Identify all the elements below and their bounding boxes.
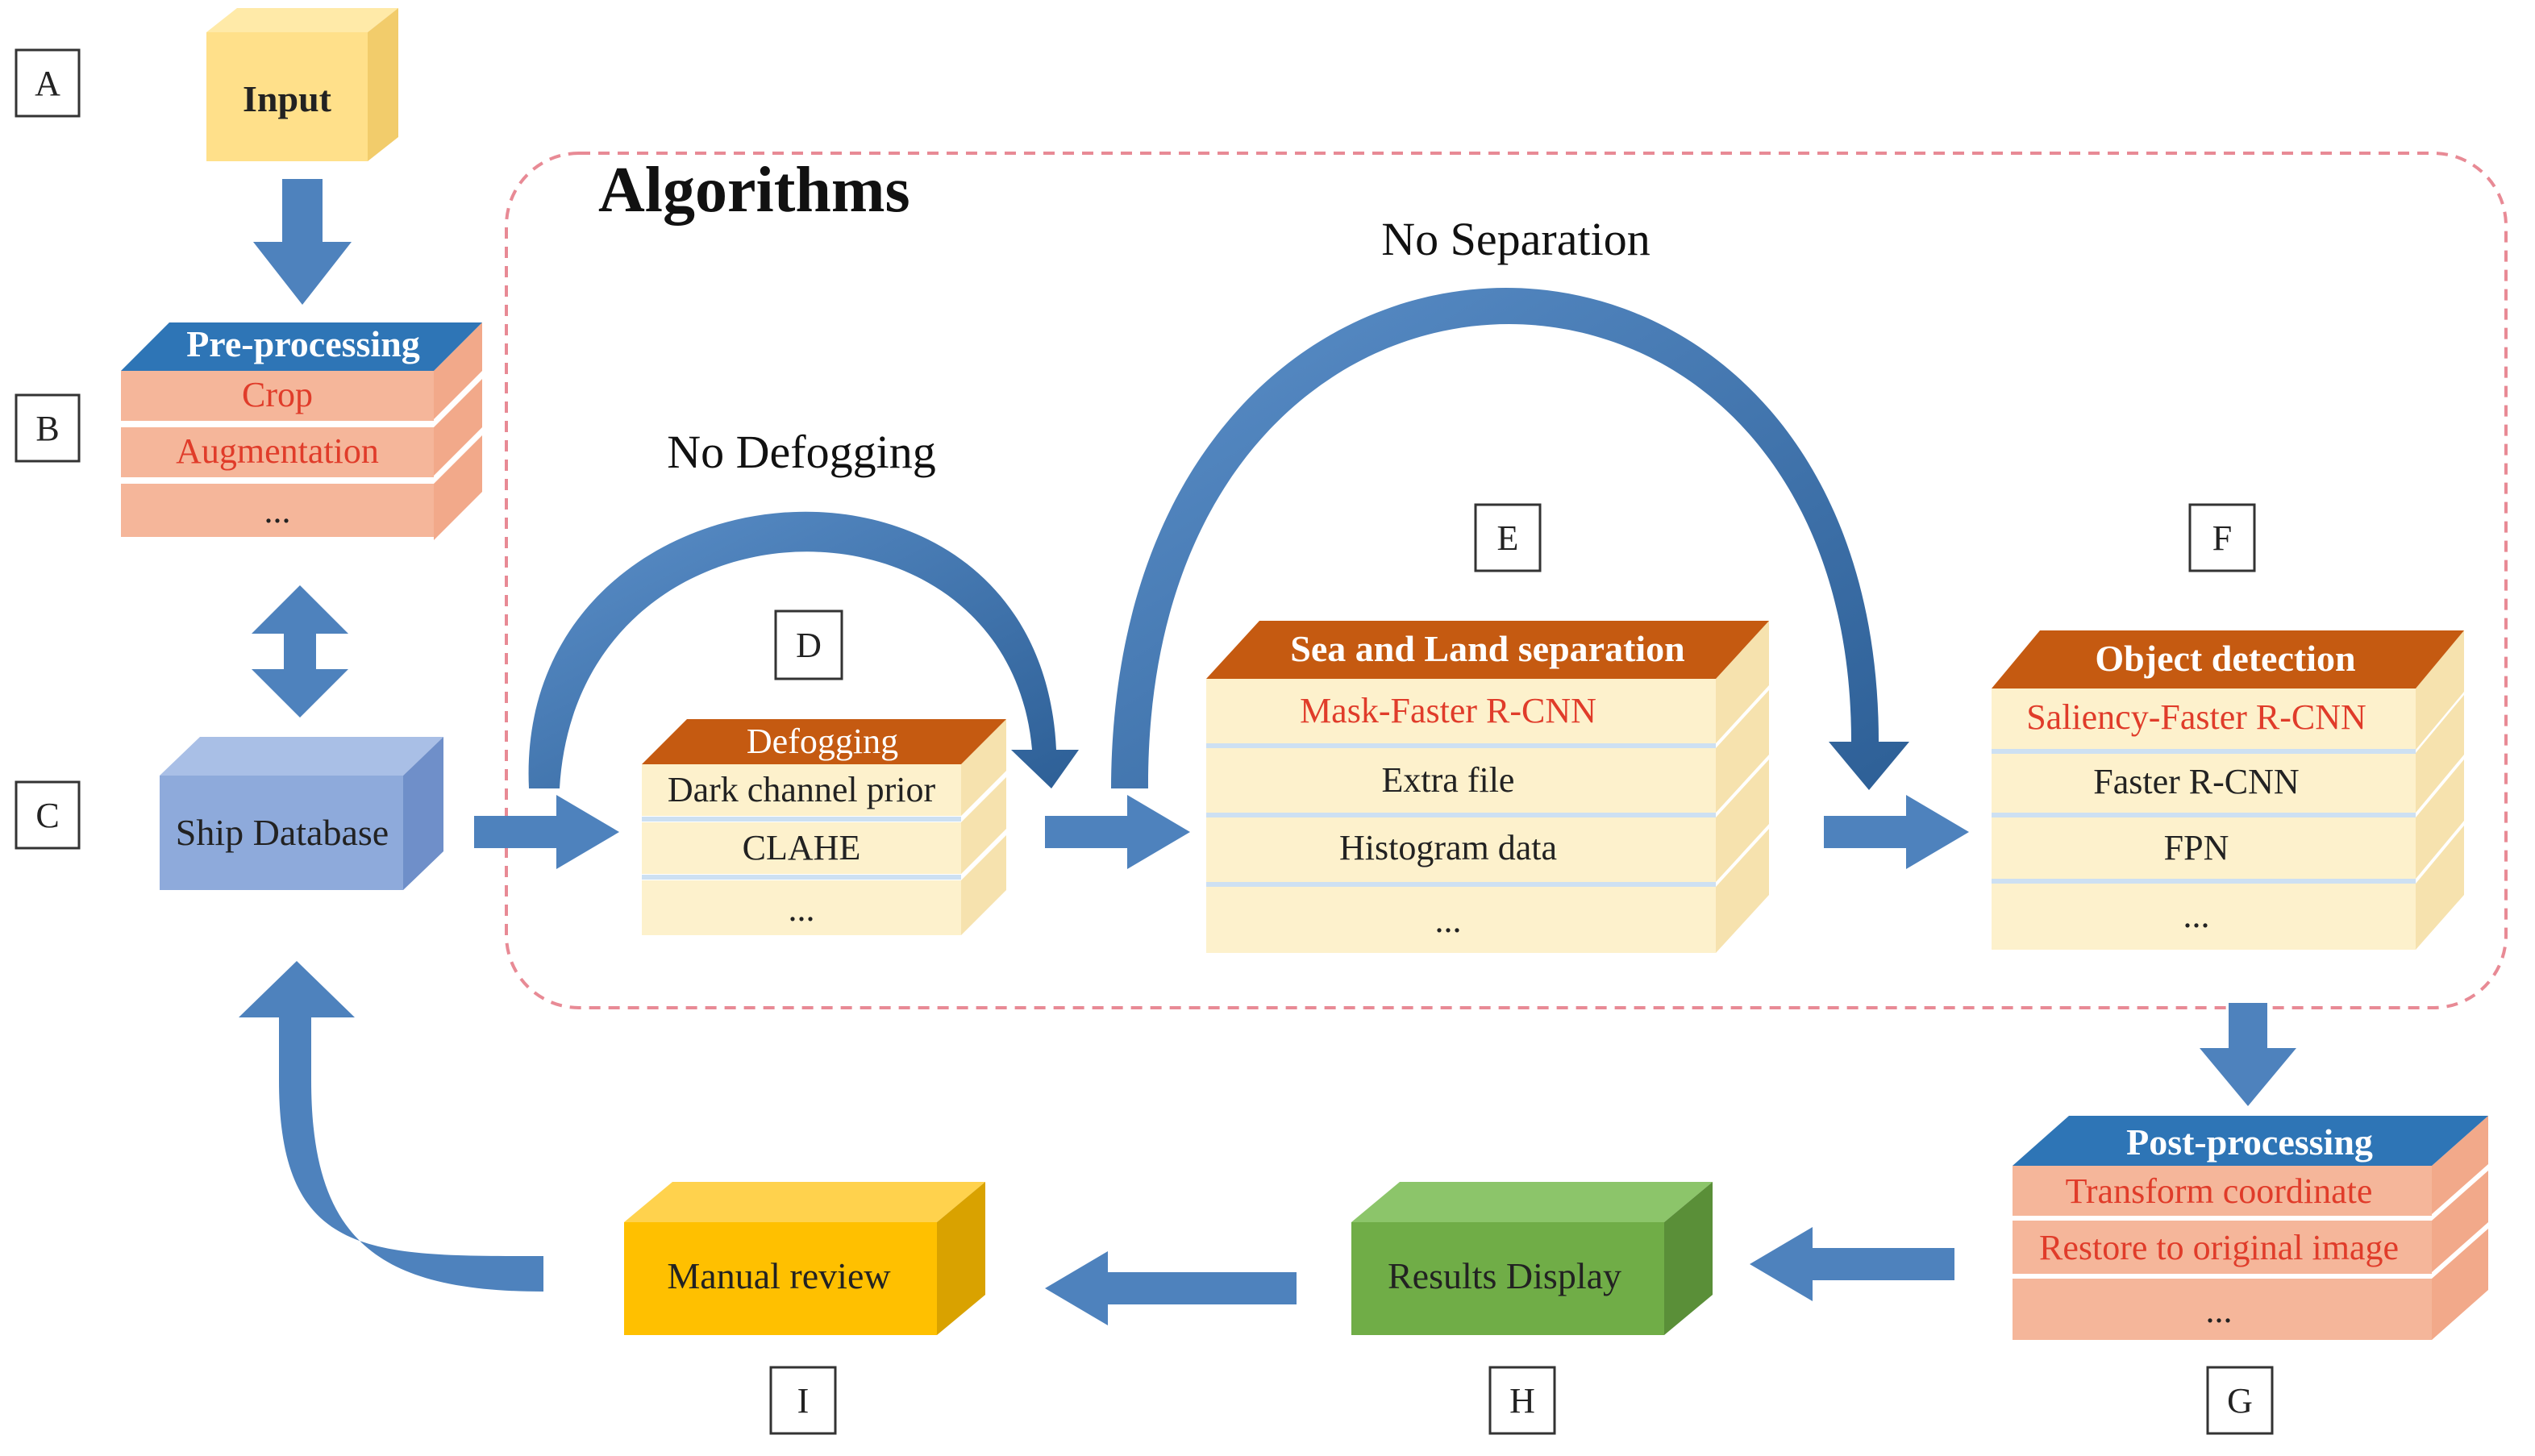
defogging-item-more: ...	[789, 889, 815, 929]
arc-no-defogging	[528, 511, 1079, 788]
input-label: Input	[243, 78, 332, 119]
algorithms-title: Algorithms	[598, 155, 910, 226]
sea-land-title: Sea and Land separation	[1290, 628, 1685, 669]
defogging-item-dark-channel: Dark channel prior	[668, 770, 936, 809]
arrow-results-to-review	[1045, 1251, 1297, 1325]
preprocessing-item-more: ...	[264, 491, 291, 530]
arrow-review-to-database	[239, 961, 543, 1292]
results-display-box: Results Display	[1351, 1182, 1713, 1335]
svg-text:D: D	[796, 626, 822, 665]
postprocessing-item-transform: Transform coordinate	[2066, 1171, 2373, 1211]
manual-review-box: Manual review	[624, 1182, 985, 1335]
svg-text:A: A	[35, 64, 60, 103]
detection-item-fpn: FPN	[2164, 828, 2229, 867]
svg-text:F: F	[2212, 518, 2232, 558]
defogging-title: Defogging	[747, 722, 898, 761]
object-detection-stack: Object detection Saliency-Faster R-CNN F…	[1992, 630, 2464, 950]
detection-item-saliency: Saliency-Faster R-CNN	[2026, 697, 2366, 737]
defogging-item-clahe: CLAHE	[743, 828, 861, 867]
svg-text:B: B	[35, 409, 59, 448]
sea-land-item-extra-file: Extra file	[1382, 760, 1515, 800]
no-defogging-label: No Defogging	[667, 426, 935, 478]
letter-tag-b: B	[15, 393, 81, 463]
manual-review-label: Manual review	[667, 1255, 891, 1296]
sea-land-stack: Sea and Land separation Mask-Faster R-CN…	[1206, 621, 1769, 953]
preprocessing-title: Pre-processing	[186, 323, 420, 364]
ship-database-label: Ship Database	[176, 812, 389, 853]
arrow-preprocessing-database	[252, 585, 348, 718]
letter-tag-i: I	[769, 1366, 837, 1435]
letter-tag-e: E	[1474, 503, 1542, 572]
sea-land-item-more: ...	[1435, 901, 1462, 940]
no-separation-label: No Separation	[1381, 213, 1650, 265]
ship-database-box: Ship Database	[160, 737, 443, 890]
detection-item-more: ...	[2183, 896, 2210, 935]
arrow-input-to-preprocessing	[253, 179, 352, 305]
sea-land-item-histogram: Histogram data	[1339, 828, 1557, 867]
arrow-postprocessing-to-results	[1750, 1227, 1954, 1301]
svg-text:H: H	[1509, 1381, 1535, 1421]
svg-text:E: E	[1497, 518, 1519, 558]
postprocessing-title: Post-processing	[2126, 1121, 2373, 1163]
letter-tag-a: A	[15, 48, 81, 118]
arrow-sealand-to-detection	[1824, 795, 1969, 869]
svg-text:C: C	[35, 796, 59, 835]
letter-tag-d: D	[774, 609, 843, 680]
preprocessing-item-crop: Crop	[242, 375, 313, 414]
algorithms-region	[505, 152, 2508, 1009]
postprocessing-item-more: ...	[2206, 1291, 2233, 1330]
arrow-database-to-defogging	[474, 795, 619, 869]
results-display-label: Results Display	[1388, 1255, 1621, 1296]
letter-tag-c: C	[15, 780, 81, 850]
letter-tag-f: F	[2188, 503, 2256, 572]
svg-text:G: G	[2227, 1381, 2253, 1421]
arrow-defogging-to-sealand	[1045, 795, 1190, 869]
postprocessing-item-restore: Restore to original image	[2039, 1228, 2399, 1267]
letter-tag-h: H	[1488, 1366, 1556, 1435]
arrow-detection-to-postprocessing	[2200, 1003, 2296, 1106]
preprocessing-item-augmentation: Augmentation	[176, 431, 379, 471]
detection-item-faster-rcnn: Faster R-CNN	[2093, 762, 2299, 801]
preprocessing-stack: Pre-processing Crop Augmentation ...	[121, 322, 482, 540]
defogging-stack: Defogging Dark channel prior CLAHE ...	[642, 719, 1006, 935]
postprocessing-stack: Post-processing Transform coordinate Res…	[2013, 1116, 2488, 1340]
svg-text:I: I	[797, 1381, 810, 1421]
object-detection-title: Object detection	[2095, 638, 2355, 679]
sea-land-item-mask-rcnn: Mask-Faster R-CNN	[1300, 691, 1596, 730]
letter-tag-g: G	[2206, 1366, 2274, 1435]
input-box: Input	[206, 8, 398, 161]
